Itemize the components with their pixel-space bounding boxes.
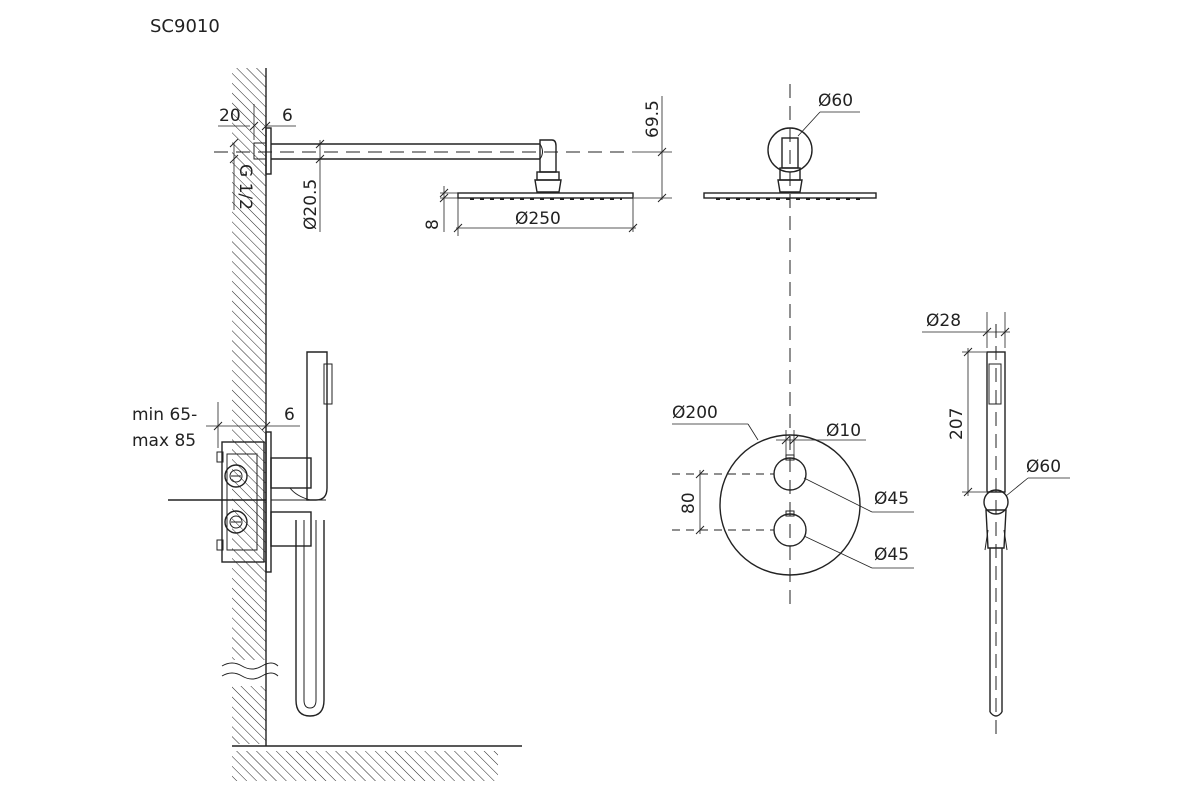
shower-head-front: Ø60 (703, 84, 877, 604)
dim-handle-top-diameter: Ø45 (874, 489, 909, 509)
dim-arm-flange-diameter: Ø60 (818, 91, 853, 111)
dim-box-depth-max: max 85 (132, 431, 196, 451)
valve-dimensions: min 65- max 85 6 (132, 402, 300, 451)
dim-handle-spacing: 80 (679, 492, 699, 514)
valve-side (168, 351, 333, 717)
hand-shower-front: Ø28 207 Ø60 (922, 311, 1070, 742)
shower-arm-side (214, 127, 634, 200)
thermostat-plate-front: 80 Ø200 Ø10 Ø45 Ø45 (672, 403, 914, 576)
dim-box-depth-min: min 65- (132, 405, 197, 425)
dim-arm-wall-depth: 20 (219, 106, 241, 126)
dim-hand-shower-length: 207 (947, 408, 967, 440)
dim-head-thickness: 8 (423, 219, 443, 230)
dim-spindle-diameter: Ø10 (826, 421, 861, 441)
product-code: SC9010 (150, 16, 220, 37)
dim-arm-height: 69.5 (643, 100, 663, 138)
dim-handle-bottom-diameter: Ø45 (874, 545, 909, 565)
dim-flange: 6 (282, 106, 293, 126)
arm-dimensions: 20 6 G 1/2 Ø20.5 69.5 8 Ø250 (218, 96, 672, 236)
dim-holder-diameter: Ø60 (1026, 457, 1061, 477)
dim-hand-shower-diameter: Ø28 (926, 311, 961, 331)
dim-plate-thickness: 6 (284, 405, 295, 425)
dim-head-diameter: Ø250 (515, 209, 561, 229)
dim-plate-diameter: Ø200 (672, 403, 718, 423)
dim-thread: G 1/2 (235, 164, 255, 210)
dim-arm-diameter: Ø20.5 (301, 179, 321, 230)
